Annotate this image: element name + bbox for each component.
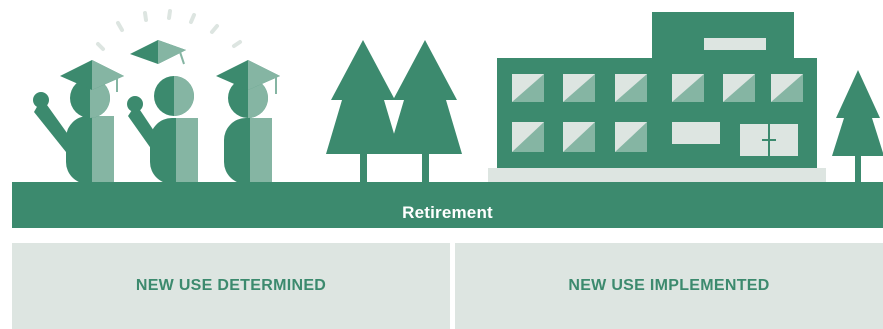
window-glare bbox=[512, 74, 803, 152]
stage-label: NEW USE DETERMINED bbox=[135, 277, 327, 294]
pine-tree-icon bbox=[832, 70, 883, 184]
stage-new-use-determined: NEW USE DETERMINED bbox=[12, 243, 450, 329]
stage-new-use-implemented: NEW USE IMPLEMENTED bbox=[455, 243, 883, 329]
celebration-rays-icon bbox=[96, 9, 242, 51]
pine-tree-icon bbox=[388, 40, 462, 184]
graduate-waving-icon bbox=[33, 60, 124, 184]
stage-label: NEW USE IMPLEMENTED bbox=[568, 277, 770, 294]
graduate-standing-icon bbox=[216, 60, 280, 184]
retirement-label: Retirement bbox=[402, 203, 493, 222]
retirement-band bbox=[12, 182, 883, 228]
graduate-throwing-cap-icon bbox=[127, 40, 198, 184]
school-building-icon bbox=[488, 12, 826, 184]
pine-tree-icon bbox=[326, 40, 400, 184]
